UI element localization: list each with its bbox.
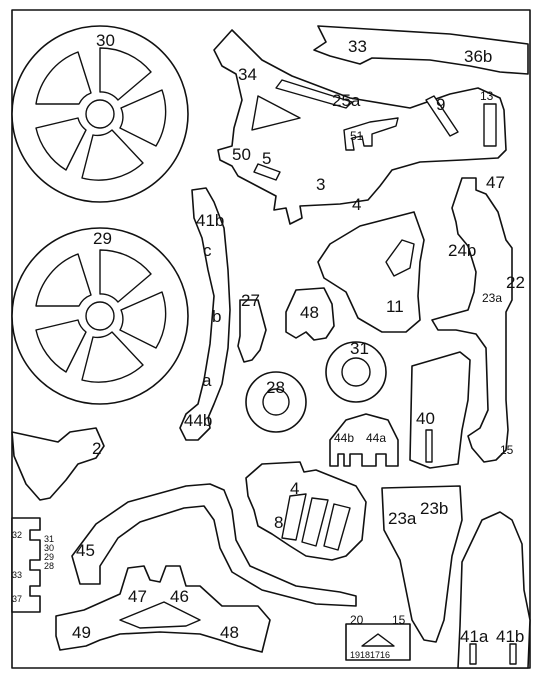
frame-piece-34: 34 25a 9 13 51 50 5 3 4: [213, 29, 507, 225]
label-40: 40: [416, 409, 435, 428]
label-47-bottom: 47: [128, 587, 147, 606]
ring-28: 28: [245, 371, 307, 433]
label-32: 32: [12, 530, 22, 540]
piece-32-37: 32 31 30 29 28 33 37: [11, 517, 54, 613]
label-24b: 24b: [448, 241, 476, 260]
label-36b: 36b: [464, 47, 492, 66]
label-a: a: [202, 371, 212, 390]
label-34: 34: [238, 65, 257, 84]
label-44a: 44a: [366, 431, 386, 445]
label-8: 8: [274, 513, 283, 532]
label-13: 13: [480, 89, 494, 103]
label-33: 33: [348, 37, 367, 56]
label-23a-top: 23a: [482, 291, 502, 305]
label-28: 28: [266, 378, 285, 397]
label-22: 22: [506, 273, 525, 292]
piece-20: 20 15 19181716: [345, 613, 411, 661]
label-b: b: [212, 307, 221, 326]
label-3: 3: [316, 175, 325, 194]
label-20: 20: [350, 613, 364, 627]
label-47-top: 47: [486, 173, 505, 192]
label-5: 5: [262, 149, 271, 168]
label-29-small: 29: [44, 552, 54, 562]
label-33-small: 33: [12, 570, 22, 580]
label-48-bottom: 48: [220, 623, 239, 642]
label-44b: 44b: [334, 431, 354, 445]
arm-piece-41b: 41b c b a 44b: [179, 187, 231, 441]
label-45: 45: [76, 541, 95, 560]
label-4-top: 4: [352, 195, 361, 214]
wheel-30: 30: [11, 25, 189, 203]
label-51: 51: [350, 129, 364, 143]
label-30: 30: [96, 31, 115, 50]
label-9: 9: [436, 95, 445, 114]
label-49: 49: [72, 623, 91, 642]
wheel-29: 29: [11, 227, 189, 405]
piece-45: 45: [71, 483, 357, 607]
label-30-small: 30: [44, 543, 54, 553]
label-4-bottom: 4: [290, 479, 299, 498]
piece-41: 41a 41b: [457, 511, 531, 669]
piece-23: 23a 23b: [381, 485, 463, 643]
label-41b-top: 41b: [196, 211, 224, 230]
label-41a: 41a: [460, 627, 489, 646]
label-c: c: [203, 241, 212, 260]
label-23a: 23a: [388, 509, 417, 528]
label-23b: 23b: [420, 499, 448, 518]
label-28-small: 28: [44, 561, 54, 571]
piece-48-small: 48: [285, 287, 335, 341]
label-46: 46: [170, 587, 189, 606]
piece-47-22: 47 24b 22 23a 15: [431, 173, 525, 463]
label-15-top: 15: [500, 443, 514, 457]
piece-bottom-base: 47 46 49 48: [55, 565, 271, 653]
label-25a: 25a: [332, 91, 361, 110]
label-11: 11: [386, 297, 404, 316]
label-31: 31: [350, 339, 369, 358]
piece-2: 2: [11, 427, 105, 501]
label-31-small: 31: [44, 534, 54, 544]
label-44b-arm: 44b: [184, 411, 212, 430]
label-19-16: 19181716: [350, 650, 390, 660]
label-37: 37: [12, 594, 22, 604]
piece-33-36b: 33 36b: [313, 25, 529, 75]
label-50: 50: [232, 145, 251, 164]
label-41b: 41b: [496, 627, 524, 646]
label-29: 29: [93, 229, 112, 248]
piece-44: 44b 44a: [329, 413, 399, 467]
piece-27: 27: [237, 291, 267, 363]
piece-4-8: 4 8: [245, 461, 367, 561]
label-27: 27: [241, 291, 260, 310]
label-48-small: 48: [300, 303, 319, 322]
piece-40: 40: [409, 351, 471, 469]
label-2: 2: [92, 439, 101, 458]
piece-11: 11: [317, 211, 425, 333]
label-15-bottom: 15: [392, 613, 406, 627]
ring-31: 31: [325, 339, 387, 403]
